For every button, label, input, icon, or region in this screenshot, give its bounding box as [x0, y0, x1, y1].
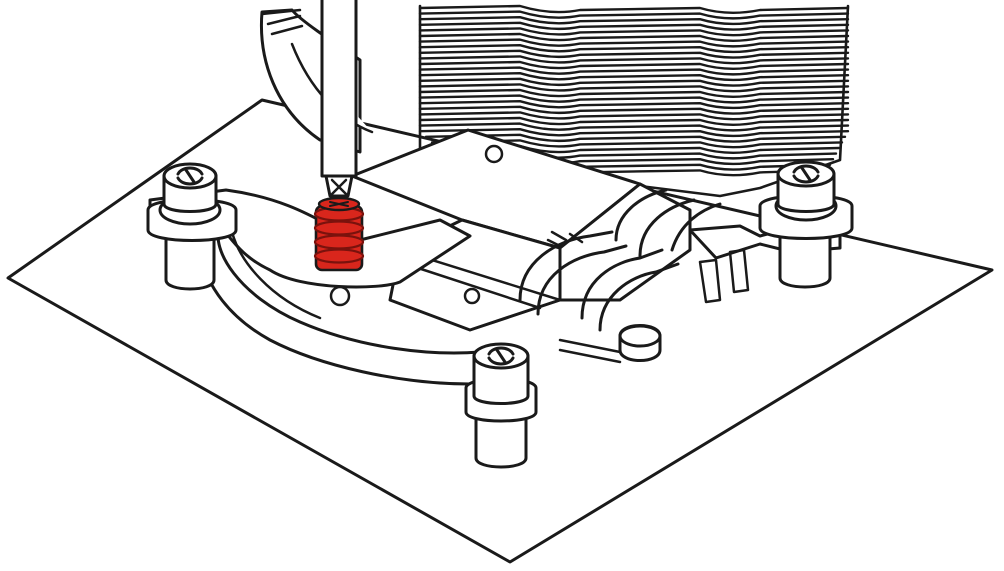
cooling-fin — [418, 122, 850, 132]
fin-stack — [418, 4, 850, 198]
cooling-fin — [418, 16, 850, 26]
cooling-fin — [418, 111, 850, 121]
backplate-post-left — [146, 162, 238, 291]
spring-coil — [313, 248, 365, 264]
cooling-fin — [418, 127, 850, 138]
cooling-fin — [418, 32, 850, 42]
cooling-fin — [418, 60, 850, 70]
cooling-fin — [418, 21, 850, 31]
cooling-fin — [418, 55, 850, 65]
cooling-fin — [418, 49, 850, 59]
backplate-post-right — [758, 160, 854, 289]
cooling-fin — [418, 116, 850, 126]
spring-screw-highlighted — [313, 196, 365, 272]
cooling-fin — [418, 4, 850, 14]
cooling-fin — [418, 100, 850, 110]
cooling-fin — [418, 72, 850, 82]
heatpipes — [518, 188, 722, 332]
screwdriver — [320, 0, 358, 198]
cooling-fin — [418, 10, 850, 20]
cooling-fin — [418, 38, 850, 48]
screw-head-slot — [329, 201, 349, 207]
spring-coil — [313, 234, 365, 250]
cooling-fin — [418, 88, 850, 98]
cooling-fin — [418, 44, 850, 54]
cooling-fin — [418, 105, 850, 115]
cooling-fin — [418, 77, 850, 87]
cooling-fin — [430, 139, 844, 149]
cooling-fin — [418, 66, 850, 76]
cooling-fin — [418, 27, 850, 37]
cooling-fin — [418, 94, 850, 104]
cooling-fin — [424, 133, 847, 143]
backplate-post-front — [464, 342, 538, 469]
cooling-fin — [418, 83, 850, 93]
retention-clip — [329, 285, 662, 364]
spring-coil — [313, 220, 365, 236]
